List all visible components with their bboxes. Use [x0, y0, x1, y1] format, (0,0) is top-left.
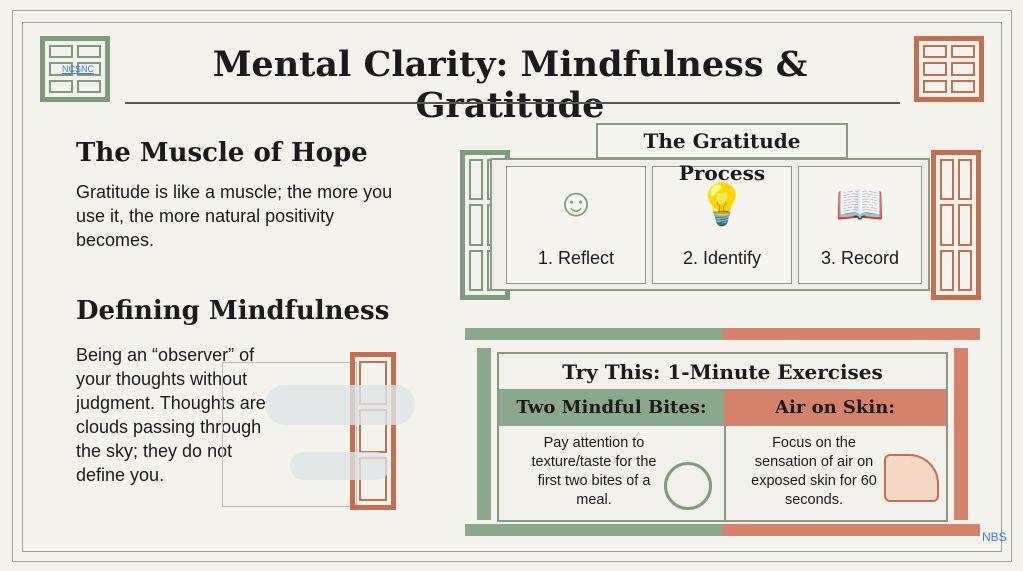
window-icon-left	[40, 36, 110, 102]
step-identify: 💡 2. Identify	[652, 166, 792, 284]
exercise-title: Air on Skin:	[724, 390, 946, 426]
outer-frame	[12, 10, 1012, 562]
watermark-link[interactable]: NCSNC	[62, 64, 95, 74]
gratitude-process: ☺ 1. Reflect 💡 2. Identify 📖 3. Record	[490, 158, 930, 291]
cloud-icon	[290, 452, 390, 480]
open-window-shutter	[350, 352, 396, 510]
exercises-heading: Try This: 1-Minute Exercises	[499, 354, 946, 390]
exercise-text: Focus on the sensation of air on exposed…	[751, 435, 877, 508]
title-divider	[125, 102, 900, 104]
bottom-beam	[465, 524, 980, 536]
top-beam	[465, 328, 980, 340]
process-window-right	[931, 150, 981, 300]
exercise-title: Two Mindful Bites:	[499, 390, 724, 426]
window-frame	[222, 362, 357, 507]
process-heading: The Gratitude Process	[596, 123, 848, 185]
right-column	[954, 348, 968, 520]
muscle-heading: The Muscle of Hope	[76, 138, 368, 168]
step-label: 2. Identify	[682, 248, 762, 268]
exercises-panel: Try This: 1-Minute Exercises Two Mindful…	[465, 328, 980, 538]
step-reflect: ☺ 1. Reflect	[506, 166, 646, 284]
step-record: 📖 3. Record	[798, 166, 922, 284]
mindfulness-text: Being an “observer” of your thoughts wit…	[76, 345, 266, 485]
plate-icon	[664, 462, 712, 510]
muscle-text: Gratitude is like a muscle; the more you…	[76, 182, 393, 250]
left-column	[477, 348, 491, 520]
journal-icon: 📖	[835, 183, 885, 227]
step-label: 1. Reflect	[537, 248, 615, 268]
arm-air-icon	[884, 454, 939, 502]
mindfulness-heading: Defining Mindfulness	[76, 296, 390, 326]
inner-frame	[22, 22, 1002, 552]
exercise-text: Pay attention to texture/taste for the f…	[531, 435, 657, 508]
person-thinking-icon: ☺	[555, 181, 597, 225]
lightbulb-icon: 💡	[697, 183, 747, 227]
watermark-logo: NBS	[982, 530, 1007, 544]
divider	[724, 426, 726, 520]
page-title: Mental Clarity: Mindfulness & Gratitude	[212, 44, 808, 126]
window-icon-right	[914, 36, 984, 102]
step-label: 3. Record	[820, 248, 900, 268]
cloud-icon	[265, 385, 415, 425]
